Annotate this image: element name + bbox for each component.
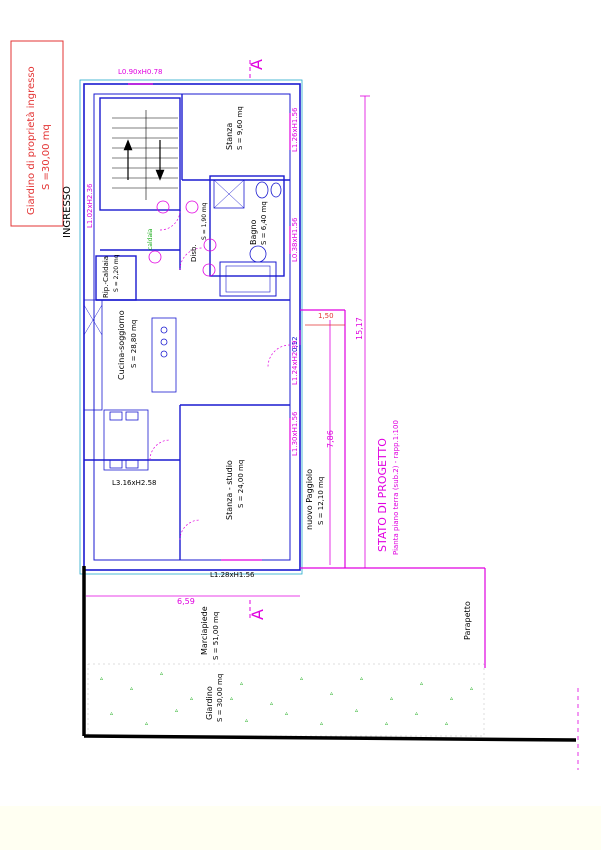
parapetto-label: Parapetto — [463, 601, 472, 640]
svg-text:▵: ▵ — [390, 695, 393, 702]
room-giardino-area: S = 30,00 mq — [216, 674, 224, 722]
svg-text:▵: ▵ — [360, 675, 363, 682]
room-bagno-area: S = 6,40 mq — [260, 201, 268, 245]
room-rip-area: S = 2,20 mq — [113, 254, 120, 292]
svg-text:▵: ▵ — [175, 707, 178, 714]
room-marciapiede-area: S = 51,00 mq — [212, 612, 220, 660]
dim-offset: 0,12 — [291, 336, 299, 352]
windows — [128, 83, 291, 561]
drawing-subtitle: Pianta piano terra (sub.2) - rapp.1:100 — [392, 420, 400, 555]
section-marker-top: A — [247, 59, 266, 70]
svg-text:▵: ▵ — [240, 680, 243, 687]
room-stanza-area: S = 9,60 mq — [236, 106, 244, 150]
room-disb-label: Disb. — [190, 244, 198, 262]
svg-text:▵: ▵ — [300, 675, 303, 682]
building-walls — [79, 79, 303, 575]
room-studio-label: Stanza - studio — [225, 460, 234, 520]
opening-top: L0.90xH0.78 — [118, 68, 162, 76]
kitchen-fixtures — [83, 299, 177, 471]
svg-text:▵: ▵ — [385, 720, 388, 727]
svg-text:▵: ▵ — [190, 695, 193, 702]
room-disb-area: S = 1,90 mq — [201, 202, 208, 240]
dim-balcony-depth: 1,50 — [318, 312, 334, 320]
room-cucina-area: S = 28,80 mq — [130, 320, 138, 368]
svg-text:▵: ▵ — [100, 675, 103, 682]
svg-text:▵: ▵ — [330, 690, 333, 697]
svg-text:▵: ▵ — [415, 710, 418, 717]
svg-text:▵: ▵ — [470, 685, 473, 692]
room-cucina-label: Cucina-soggiorno — [117, 310, 126, 380]
opening-stanza-window: L1.26xH1.56 — [291, 107, 299, 152]
opening-cucina-door: L1.24xH2.39 — [291, 341, 299, 385]
opening-ingresso-door: L1.02xH2.36 — [86, 183, 94, 228]
room-paggiolo-label: nuovo Paggiolo — [305, 469, 314, 530]
lawn-area: ▵ ▵ ▵ ▵ ▵ ▵ ▵ ▵ ▵ ▵ ▵ ▵ ▵ ▵ ▵ ▵ ▵ ▵ ▵ ▵ ▵ ▵ ▵ ▵ — [87, 663, 485, 737]
entrance-label: INGRESSO — [62, 186, 73, 238]
garden-note-title: Giardino di proprietà ingresso — [25, 66, 37, 215]
svg-text:▵: ▵ — [420, 680, 423, 687]
svg-text:▵: ▵ — [355, 707, 358, 714]
dim-total-height: 15,17 — [355, 317, 364, 340]
svg-text:▵: ▵ — [285, 710, 288, 717]
svg-text:▵: ▵ — [160, 670, 163, 677]
svg-text:▵: ▵ — [270, 700, 273, 707]
opening-studio-window: L1.28xH1.56 — [210, 571, 255, 579]
room-giardino-label: Giardino — [205, 686, 214, 720]
footer-band — [0, 806, 601, 850]
door-symbols — [148, 200, 217, 277]
stairs — [112, 110, 178, 200]
svg-text:▵: ▵ — [450, 695, 453, 702]
svg-text:▵: ▵ — [320, 720, 323, 727]
ground-boundary — [82, 566, 577, 742]
drawing-title: STATO DI PROGETTO — [376, 438, 389, 552]
bathroom-fixtures — [213, 179, 282, 297]
opening-door-left: L3.16xH2.58 — [112, 479, 156, 487]
opening-cucina-window: L1.30xH1.56 — [291, 411, 299, 456]
room-stanza-label: Stanza — [225, 123, 234, 150]
room-marciapiede-label: Marciapiede — [200, 606, 209, 655]
room-bagno-label: Bagno — [249, 219, 258, 245]
room-rip-label: Rip.-Caldaia — [102, 256, 110, 298]
garden-note-area: S =30,00 mq — [41, 124, 52, 190]
opening-bagno-window: L0.38xH1.56 — [291, 217, 299, 262]
dimension-lines — [86, 95, 370, 597]
room-studio-area: S = 24,00 mq — [237, 460, 245, 508]
dim-walkway-width: 6,59 — [177, 597, 195, 606]
svg-text:▵: ▵ — [445, 720, 448, 727]
svg-text:▵: ▵ — [110, 710, 113, 717]
dim-balcony-length: 7,86 — [326, 430, 335, 448]
balcony-outline — [300, 309, 486, 668]
boiler-tag: caldaia — [147, 228, 154, 250]
svg-text:▵: ▵ — [230, 695, 233, 702]
svg-text:▵: ▵ — [245, 717, 248, 724]
section-marker-bottom: A — [248, 609, 267, 620]
svg-text:▵: ▵ — [145, 720, 148, 727]
interior-walls — [84, 94, 290, 560]
door-swings — [149, 209, 291, 541]
room-paggiolo-area: S = 12,10 mq — [317, 477, 325, 525]
svg-text:▵: ▵ — [130, 685, 133, 692]
garden-note-box — [10, 40, 64, 227]
